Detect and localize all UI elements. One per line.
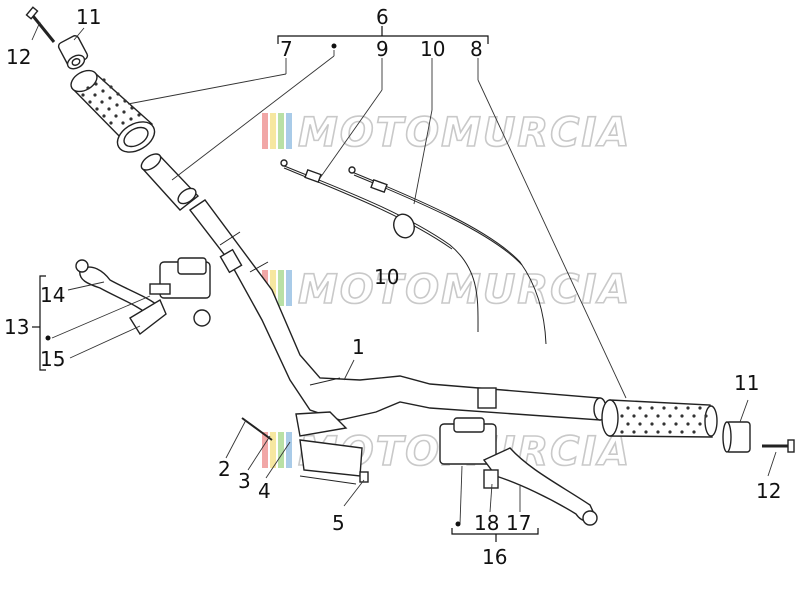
left-bar-end-cap	[57, 35, 89, 70]
label-16: 16	[482, 545, 507, 569]
label-6: 6	[376, 5, 389, 29]
left-lever-assembly	[75, 257, 211, 336]
label-17: 17	[506, 511, 531, 535]
watermark-top: MOTOMURCIA	[262, 109, 631, 157]
right-lever-assembly	[439, 417, 598, 526]
right-grip	[601, 399, 718, 438]
left-end-screw	[25, 6, 56, 43]
leader-lines	[31, 21, 777, 525]
watermark-middle: MOTOMURCIA	[262, 266, 631, 314]
label-11-left: 11	[76, 5, 101, 29]
label-12-right: 12	[756, 479, 781, 503]
handlebar-main	[188, 199, 607, 421]
watermark-text: MOTOMURCIA	[298, 267, 631, 313]
label-14: 14	[40, 283, 65, 307]
watermark-stripe	[286, 432, 292, 468]
label-18: 18	[474, 511, 499, 535]
bullet-dot	[331, 43, 337, 49]
bullet-dot	[45, 335, 51, 341]
label-8: 8	[470, 37, 483, 61]
bracket-16	[451, 528, 539, 542]
label-3: 3	[238, 469, 251, 493]
watermark-stripe	[286, 113, 292, 149]
bracket-13	[32, 275, 46, 371]
label-7: 7	[280, 37, 293, 61]
label-1: 1	[352, 335, 365, 359]
watermark-stripe	[278, 432, 284, 468]
label-11-right: 11	[734, 371, 759, 395]
label-15: 15	[40, 347, 65, 371]
throttle-tube	[140, 153, 200, 211]
throttle-cables	[280, 159, 547, 345]
label-2: 2	[218, 457, 231, 481]
watermark-stripe	[262, 432, 268, 468]
left-grip	[70, 69, 156, 153]
bullet-dot	[455, 521, 461, 527]
right-bar-end-cap	[722, 421, 751, 453]
watermark-text: MOTOMURCIA	[298, 110, 631, 156]
watermark-stripe	[278, 113, 284, 149]
watermark-stripe	[270, 270, 276, 306]
label-4: 4	[258, 479, 271, 503]
label-5: 5	[332, 511, 345, 535]
label-10-cable: 10	[374, 265, 399, 289]
label-12-left: 12	[6, 45, 31, 69]
label-10: 10	[420, 37, 445, 61]
watermark-stripe	[286, 270, 292, 306]
label-13: 13	[4, 315, 29, 339]
bottom-left-clamp	[241, 411, 369, 485]
watermark-stripe	[270, 113, 276, 149]
right-end-screw	[762, 439, 795, 453]
watermark-stripe	[278, 270, 284, 306]
watermark-stripe	[270, 432, 276, 468]
bracket-6	[277, 26, 489, 44]
watermark-stripe	[262, 113, 268, 149]
label-9: 9	[376, 37, 389, 61]
